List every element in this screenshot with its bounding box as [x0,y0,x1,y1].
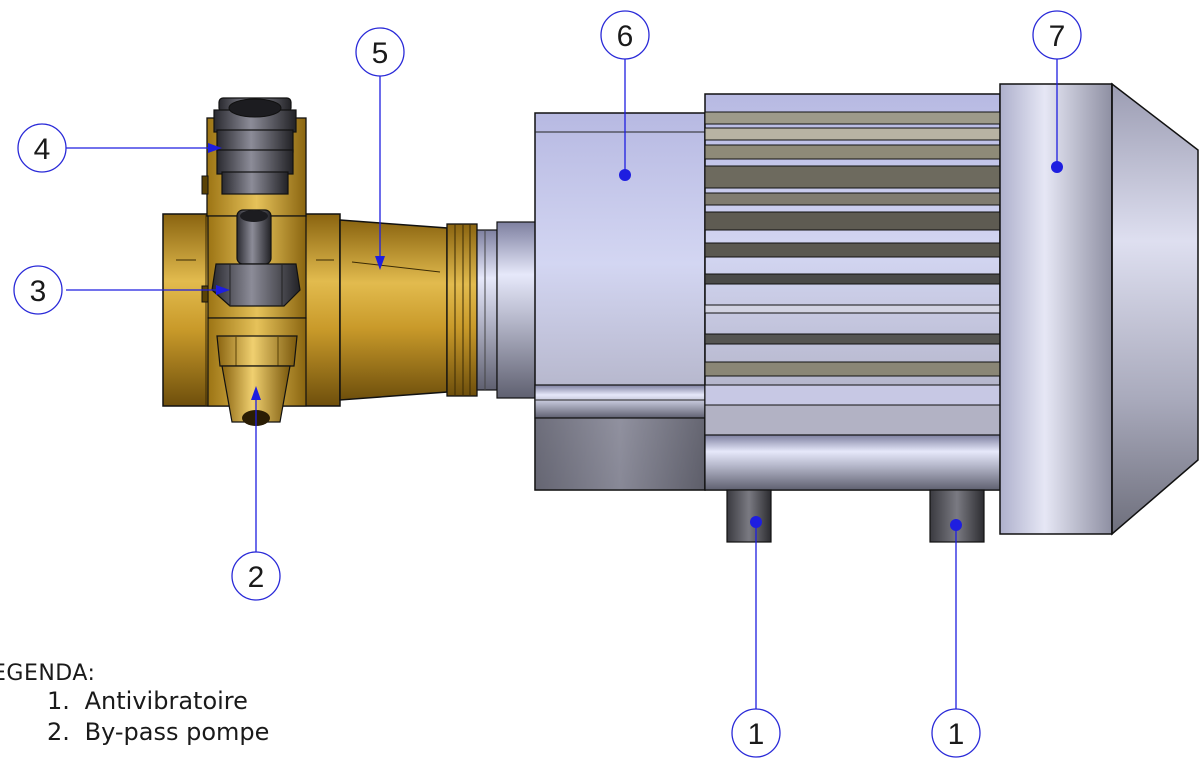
svg-text:4: 4 [34,133,51,166]
legend-list: 1. Antivibratoire 2. By-pass pompe [0,686,269,748]
leader-lines [66,56,1063,757]
svg-text:1: 1 [948,718,965,751]
callout-6: 6 [600,10,650,60]
svg-text:7: 7 [1049,20,1066,53]
callout-7: 7 [1032,10,1082,60]
legend-item-number: 2. [47,718,70,746]
svg-text:1: 1 [748,718,765,751]
motor-end-cap [999,82,1199,536]
callout-1b: 1 [931,708,981,758]
legend-item-number: 1. [47,687,70,715]
motor-body [534,112,706,491]
fitting-bottom-bypass [207,317,307,426]
callout-5: 5 [355,27,405,77]
fitting-middle [201,209,307,319]
legend-title: EGENDA: [0,661,96,686]
motor-fins [704,93,1001,491]
coupling [476,221,538,399]
svg-text:6: 6 [617,20,634,53]
motor-feet [726,489,985,543]
svg-text:5: 5 [372,37,389,70]
callout-1a: 1 [731,708,781,758]
legend-item-label: Antivibratoire [84,687,248,715]
callout-3: 3 [13,265,63,315]
legend-item: 1. Antivibratoire [0,686,269,717]
legend-item: 2. By-pass pompe [0,717,269,748]
legend-item-label: By-pass pompe [84,718,270,746]
fitting-block-top [201,97,307,217]
pump-cone-body [339,219,478,401]
callout-4: 4 [17,123,67,173]
legend: EGENDA: 1. Antivibratoire 2. By-pass pom… [0,661,269,748]
svg-text:3: 3 [30,275,47,308]
callout-2: 2 [231,551,281,601]
svg-text:2: 2 [248,561,265,594]
